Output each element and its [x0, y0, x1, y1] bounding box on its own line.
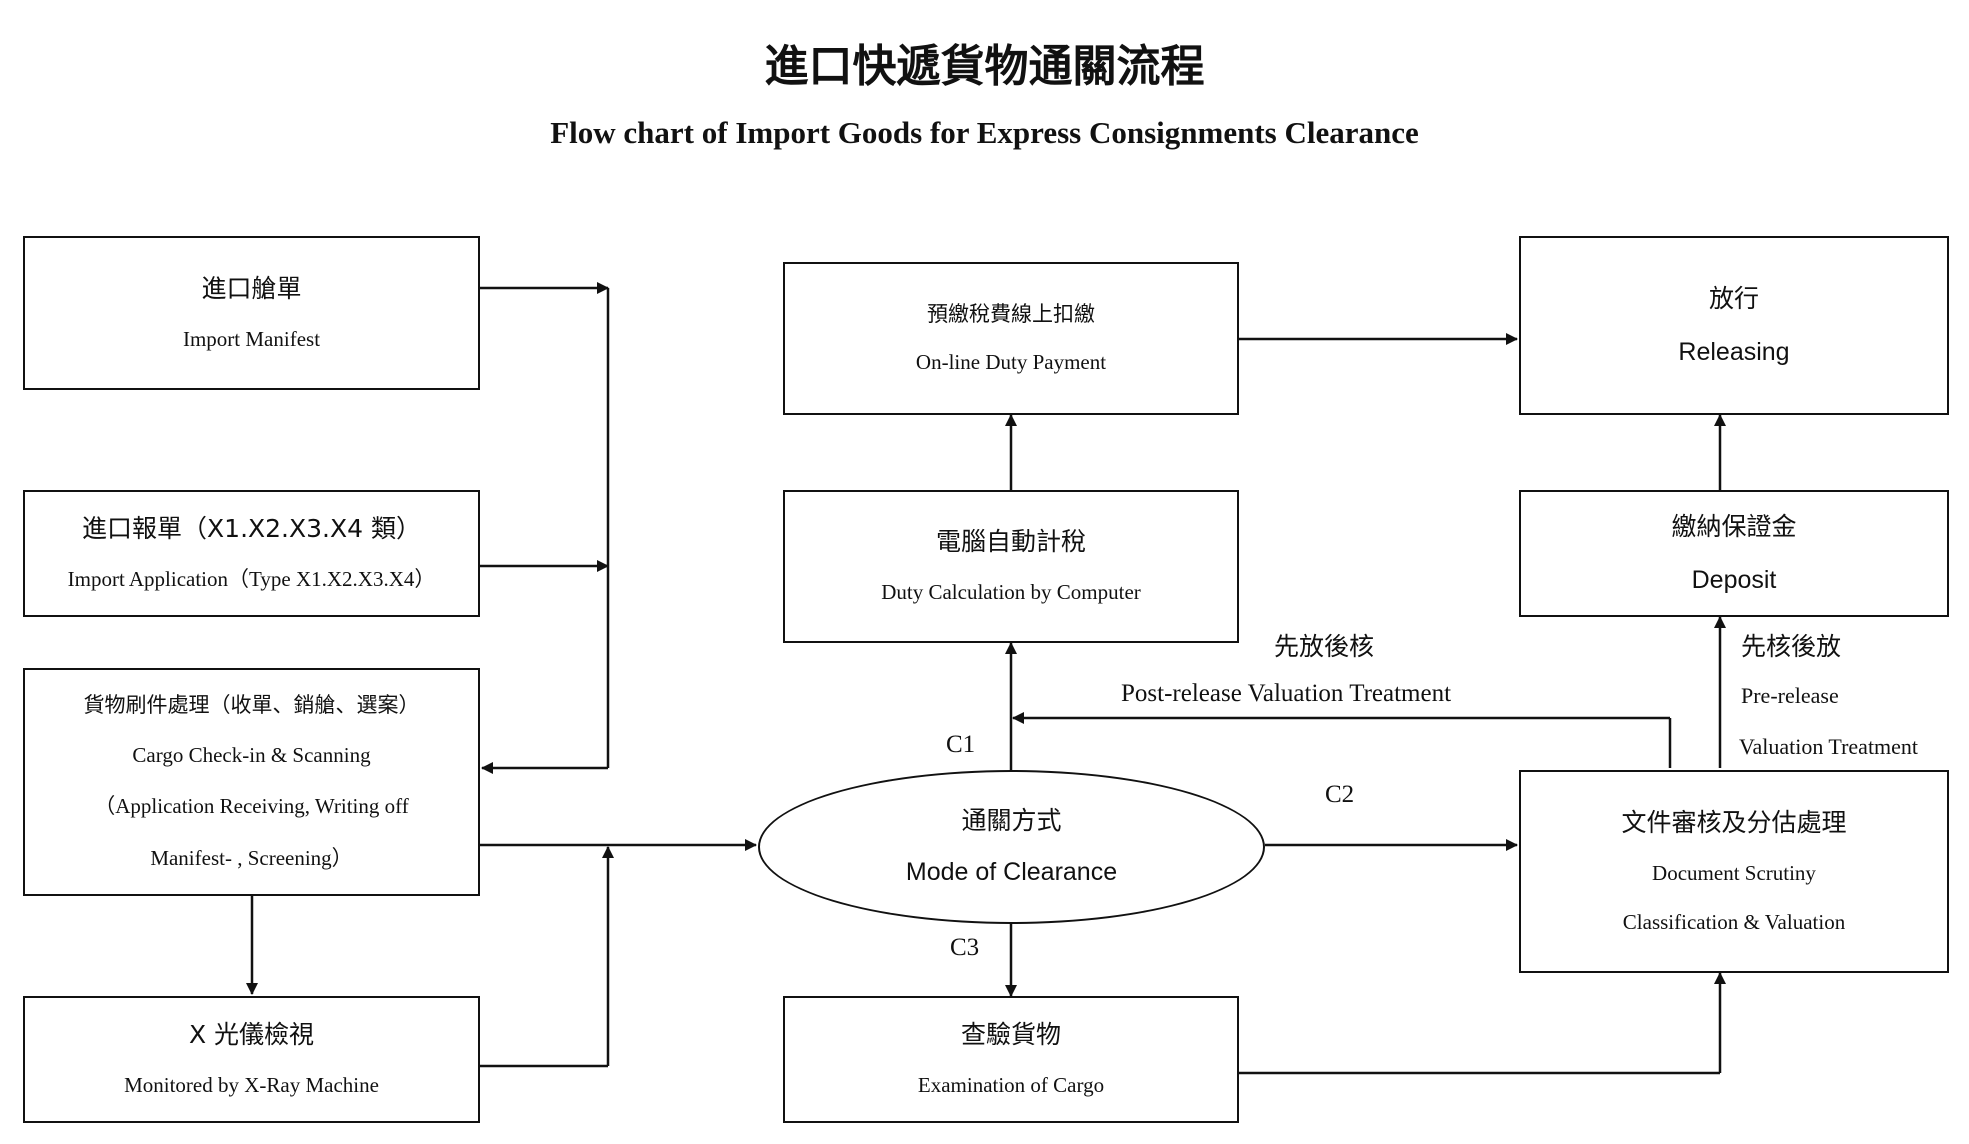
cargo-checkin-label-en-2: （Application Receiving, Writing off — [94, 794, 409, 819]
deposit-box: 繳納保證金 Deposit — [1519, 490, 1949, 617]
online-payment-label-en: On-line Duty Payment — [915, 349, 1107, 374]
releasing-box: 放行 Releasing — [1519, 236, 1949, 415]
edge-label-c2: C2 — [1325, 781, 1355, 808]
duty-calc-label-zh: 電腦自動計稅 — [935, 527, 1086, 557]
edge-label-c3: C3 — [950, 934, 980, 961]
cargo-checkin-label-en-1: Cargo Check-in & Scanning — [132, 743, 371, 768]
import-manifest-label-en: Import Manifest — [182, 326, 321, 351]
diagram-title: 進口快遞貨物通關流程 — [764, 41, 1205, 92]
pre-release-label-en-2: Valuation Treatment — [1739, 734, 1919, 759]
post-release-label-zh: 先放後核 — [1274, 632, 1375, 661]
diagram-subtitle: Flow chart of Import Goods for Express C… — [550, 115, 1419, 150]
import-manifest-label-zh: 進口艙單 — [201, 273, 302, 303]
mode-label-zh: 通關方式 — [961, 806, 1062, 836]
import-application-label-zh: 進口報單（X1.X2.X3.X4 類） — [82, 514, 421, 544]
pre-release-label-en-1: Pre-release — [1741, 683, 1839, 708]
online-payment-label-zh: 預繳稅費線上扣繳 — [927, 301, 1095, 326]
mode-label-en: Mode of Clearance — [905, 858, 1118, 887]
xray-label-zh: X 光儀檢視 — [188, 1020, 315, 1050]
doc-scrutiny-box: 文件審核及分估處理 Document Scrutiny Classificati… — [1519, 770, 1949, 973]
xray-box: X 光儀檢視 Monitored by X-Ray Machine — [23, 996, 480, 1123]
duty-calc-box: 電腦自動計稅 Duty Calculation by Computer — [783, 490, 1239, 643]
cargo-checkin-label-en-3: Manifest- , Screening） — [150, 845, 353, 870]
examination-label-zh: 查驗貨物 — [960, 1020, 1061, 1050]
import-manifest-box: 進口艙單 Import Manifest — [23, 236, 480, 390]
releasing-label-en: Releasing — [1678, 337, 1790, 366]
xray-label-en: Monitored by X-Ray Machine — [124, 1073, 379, 1098]
doc-scrutiny-label-zh: 文件審核及分估處理 — [1621, 807, 1847, 837]
duty-calc-label-en: Duty Calculation by Computer — [881, 580, 1141, 605]
cargo-checkin-box: 貨物刷件處理（收單、銷艙、選案） Cargo Check-in & Scanni… — [23, 668, 480, 896]
cargo-checkin-label-zh: 貨物刷件處理（收單、銷艙、選案） — [83, 692, 420, 717]
deposit-label-zh: 繳納保證金 — [1671, 511, 1797, 541]
deposit-label-en: Deposit — [1691, 565, 1777, 594]
pre-release-label-zh: 先核後放 — [1741, 632, 1842, 661]
online-payment-box: 預繳稅費線上扣繳 On-line Duty Payment — [783, 262, 1239, 415]
examination-label-en: Examination of Cargo — [917, 1073, 1105, 1098]
import-application-label-en: Import Application（Type X1.X2.X3.X4） — [67, 567, 436, 592]
doc-scrutiny-label-en-1: Document Scrutiny — [1652, 860, 1816, 885]
mode-of-clearance-ellipse: 通關方式 Mode of Clearance — [758, 770, 1265, 924]
import-application-box: 進口報單（X1.X2.X3.X4 類） Import Application（T… — [23, 490, 480, 617]
examination-box: 查驗貨物 Examination of Cargo — [783, 996, 1239, 1123]
releasing-label-zh: 放行 — [1708, 283, 1759, 313]
edge-label-c1: C1 — [946, 731, 976, 758]
doc-scrutiny-label-en-2: Classification & Valuation — [1622, 910, 1846, 935]
post-release-label-en: Post-release Valuation Treatment — [1121, 680, 1452, 707]
